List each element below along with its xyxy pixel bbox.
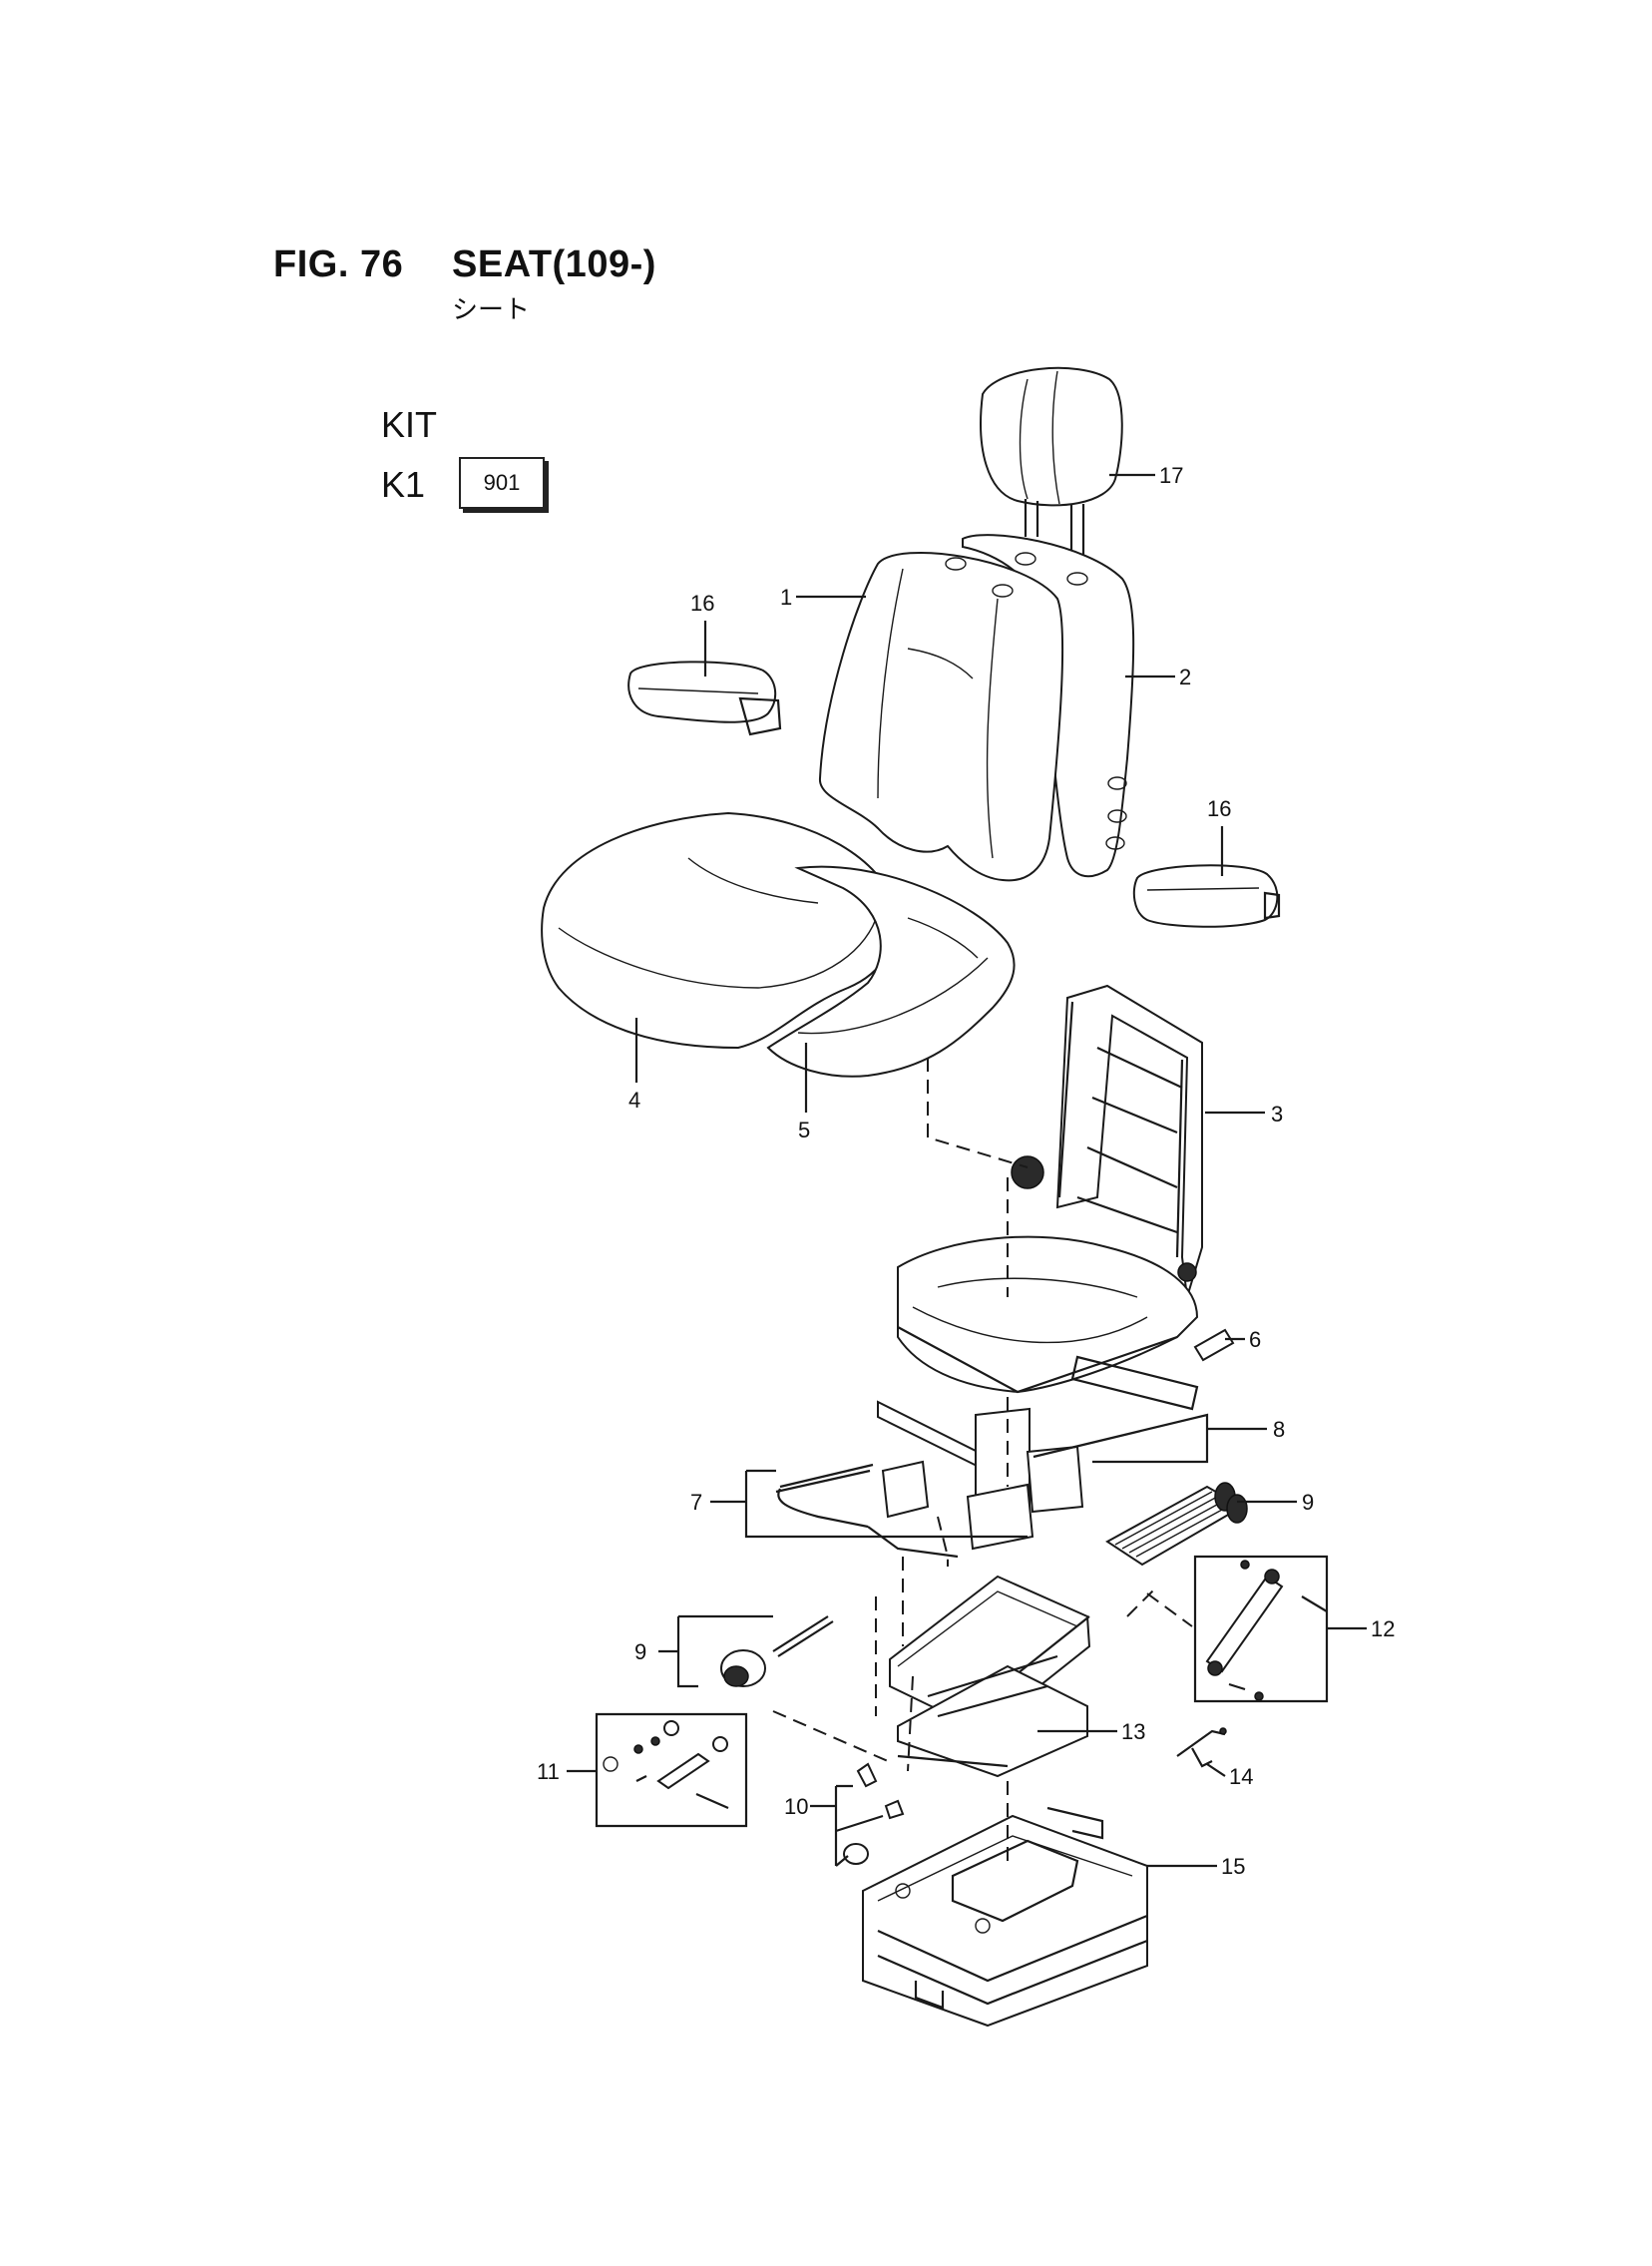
kit-number-box: 901 [459,457,545,509]
leader-lines [567,473,1367,1868]
part-back-cushion [818,552,1064,882]
callout-16-left: 16 [690,591,714,616]
callout-17: 17 [1159,463,1183,488]
callout-9-knob: 9 [634,1639,646,1664]
part-seat-cover [766,865,1016,1078]
part-armrest-left [627,661,782,736]
part-clip [1176,1727,1227,1768]
part-headrest [980,366,1123,559]
callout-1: 1 [780,585,792,610]
callout-14: 14 [1229,1764,1253,1789]
kit-number: 901 [483,470,521,495]
part-slide-rails [877,1400,1084,1539]
callout-2: 2 [1179,665,1191,689]
callout-13: 13 [1121,1719,1145,1744]
part-small-fittings [603,1720,729,1810]
figure-subtitle: シート [452,295,531,325]
callout-12: 12 [1371,1616,1395,1641]
part-shock-absorber [1205,1560,1328,1701]
kit-heading: KIT [381,404,438,445]
callout-7: 7 [690,1490,702,1515]
part-slide-levers [775,1460,1034,1559]
figure-number: FIG. 76 [273,243,404,285]
callout-6: 6 [1249,1327,1261,1352]
part-suspension [889,1575,1091,1778]
part-armrest-right [1132,864,1281,928]
part-pin-6 [1193,1328,1235,1362]
callout-15: 15 [1221,1854,1245,1879]
assembly-lines [772,1058,1193,1866]
part-base [862,1806,1148,2028]
figure-title: SEAT(109-) [452,243,656,285]
callout-5: 5 [798,1118,810,1142]
callout-4: 4 [628,1088,640,1113]
callout-3: 3 [1271,1102,1283,1127]
callout-frames [595,1413,1329,1867]
callout-labels: 17 1 2 16 16 4 5 3 6 8 7 9 9 12 13 14 11… [537,463,1395,1879]
part-adjust-knob [720,1615,834,1687]
part-springs [1105,1482,1248,1567]
callout-11: 11 [537,1759,560,1784]
part-bolts [843,1762,905,1865]
part-seat-frame [897,984,1203,1411]
callout-9-springs: 9 [1302,1490,1314,1515]
kit-code: K1 [381,464,426,505]
callout-16-right: 16 [1207,796,1231,821]
callout-10: 10 [784,1794,808,1819]
callout-8: 8 [1273,1417,1285,1442]
